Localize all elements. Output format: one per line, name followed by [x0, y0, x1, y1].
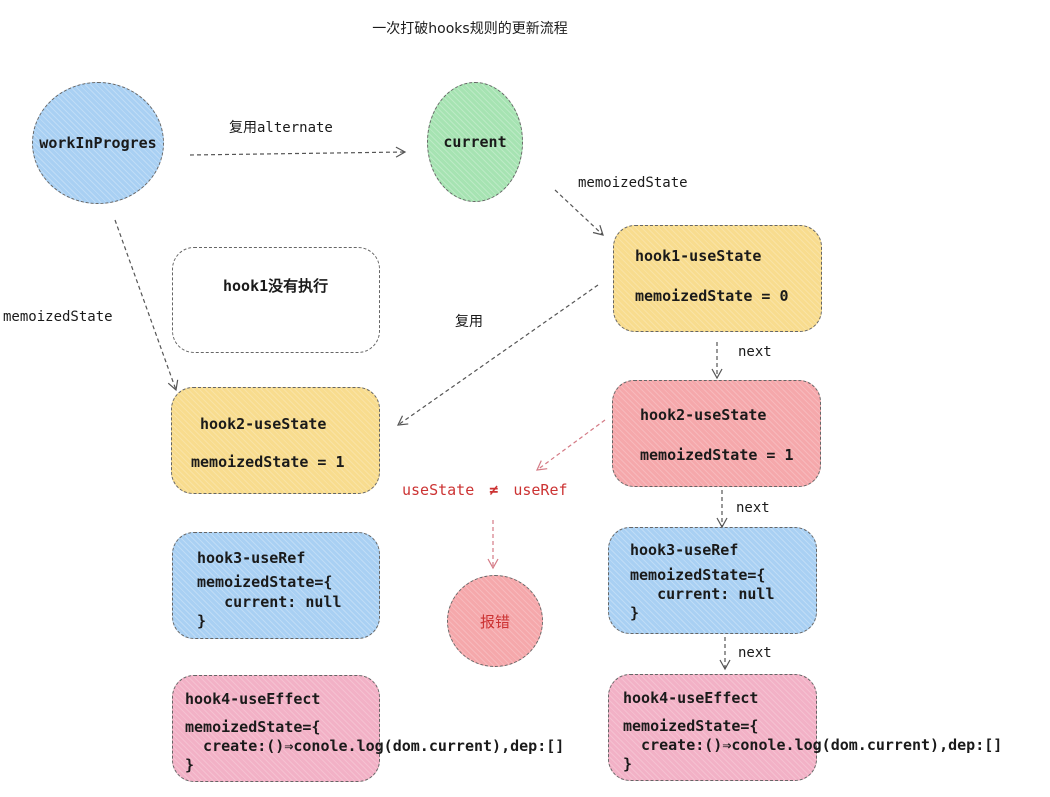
left-hook3-line1: memoizedState={: [197, 573, 333, 591]
arrow-current-to-hook1: [554, 189, 604, 236]
right-hook3-name: hook3-useRef: [630, 541, 739, 559]
mismatch-left: useState: [402, 481, 475, 499]
label-next-1: next: [738, 344, 772, 360]
label-next-2: next: [736, 500, 770, 516]
right-hook4-line3: }: [623, 755, 633, 773]
wip-fiber-label: workInProgres: [39, 134, 157, 152]
left-hook3-line2: current: null: [197, 593, 342, 611]
right-hook2-state: memoizedState = 1: [640, 446, 794, 464]
current-fiber-label: current: [443, 133, 507, 151]
wip-fiber-node: workInProgres: [32, 82, 164, 204]
label-current-memoized: memoizedState: [578, 175, 688, 191]
right-hook4-line2: create:()⇒conole.log(dom.current),dep:[]: [623, 736, 1003, 754]
current-fiber-node: current: [427, 82, 523, 202]
diagram-title-text: 一次打破hooks规则的更新流程: [372, 21, 568, 37]
arrow-reuse-hook1-to-hook2: [396, 284, 599, 426]
left-hook1-text: hook1没有执行: [223, 277, 329, 295]
right-hook4-box: hook4-useEffect memoizedState={ create:(…: [608, 674, 1002, 781]
mismatch-label: useState ≠ useRef: [402, 481, 568, 499]
left-hook4-name: hook4-useEffect: [185, 690, 321, 708]
right-hook1-name: hook1-useState: [635, 247, 762, 265]
arrow-wip-to-current: [189, 146, 407, 158]
not-equal-icon: ≠: [489, 481, 499, 499]
left-hook4-line1: memoizedState={: [185, 718, 321, 736]
left-hook1-skipped: hook1没有执行: [172, 247, 380, 353]
right-hook3-line1: memoizedState={: [630, 566, 766, 584]
diagram-title: 一次打破hooks规则的更新流程: [0, 18, 1050, 38]
left-hook3-line3: }: [197, 612, 207, 630]
label-reuse: 复用: [455, 314, 483, 330]
mismatch-right: useRef: [513, 481, 568, 499]
label-wip-memoized: memoizedState: [3, 309, 113, 325]
right-hook2-name: hook2-useState: [640, 406, 767, 424]
left-hook4-line3: }: [185, 756, 195, 774]
left-hook3-name: hook3-useRef: [197, 549, 306, 567]
right-hook1-state: memoizedState = 0: [635, 287, 789, 305]
left-hook2-state: memoizedState = 1: [191, 453, 345, 471]
arrow-wip-to-hook2: [114, 219, 179, 392]
label-reuse-alternate: 复用alternate: [229, 120, 333, 136]
arrow-mismatch: [536, 419, 606, 471]
left-hook4-box: hook4-useEffect memoizedState={ create:(…: [172, 675, 564, 782]
error-label: 报错: [479, 612, 510, 631]
left-hook2-box: hook2-useState memoizedState = 1: [171, 387, 380, 494]
right-hook2-box: hook2-useState memoizedState = 1: [612, 380, 821, 487]
right-hook4-line1: memoizedState={: [623, 717, 759, 735]
right-hook3-line2: current: null: [630, 585, 775, 603]
right-hook1-box: hook1-useState memoizedState = 0: [613, 225, 822, 332]
right-hook4-name: hook4-useEffect: [623, 689, 759, 707]
right-hook3-line3: }: [630, 604, 640, 622]
error-node: 报错: [447, 575, 543, 667]
left-hook3-box: hook3-useRef memoizedState={ current: nu…: [172, 532, 380, 639]
left-hook4-line2: create:()⇒conole.log(dom.current),dep:[]: [185, 737, 565, 755]
label-next-3: next: [738, 645, 772, 661]
right-hook3-box: hook3-useRef memoizedState={ current: nu…: [608, 527, 817, 634]
left-hook2-name: hook2-useState: [200, 415, 327, 433]
